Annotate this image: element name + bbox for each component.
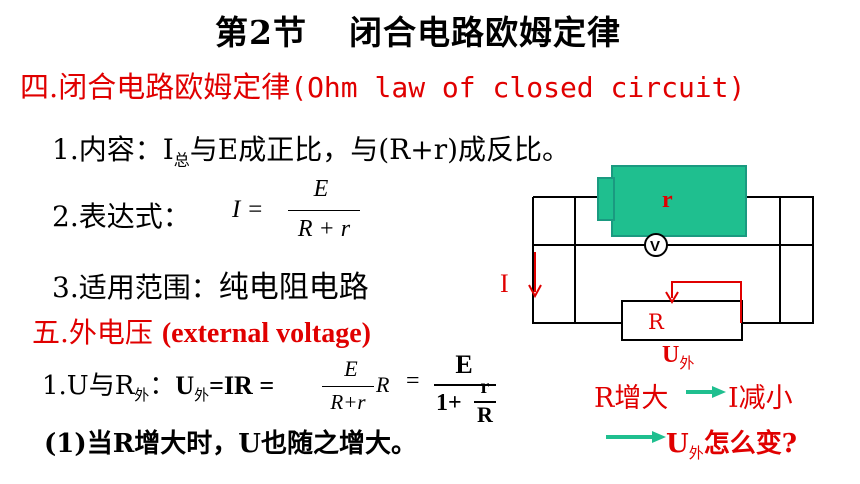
relation-big-line [434,384,496,386]
u-r-relation: 1.U与R外：U外=IR = [42,365,274,405]
relation-usub: 外 [194,386,210,405]
relation-denominator: R+r [330,390,366,414]
relation-fraction-line [322,386,374,387]
section-four-en: (Ohm law of closed circuit) [290,71,746,104]
circuit-wires [532,196,814,324]
u-change-question: U外怎么变? [666,423,797,463]
item1-rest: 与E成正比，与(R+r)成反比。 [189,133,571,166]
formula-lhs: I = [232,196,264,223]
relation-sub: 外 [134,386,150,405]
voltage-arrow-head [652,431,666,443]
relation-small-numerator: r [480,376,490,398]
external-voltage-label: U外 [662,342,694,373]
formula-fraction-line [288,210,360,211]
relation-one-plus: 1+ [436,390,462,416]
relation-u: U [175,371,195,400]
section-four-heading: 四.闭合电路欧姆定律(Ohm law of closed circuit) [20,64,745,106]
scope-label: 3.适用范围： [52,271,219,304]
section-five-heading: 五.外电压 (external voltage) [32,311,371,351]
formula-denominator: R + r [297,216,351,242]
u-change-sub: 外 [688,444,704,463]
expression-label: 2.表达式： [52,200,191,233]
relation-numerator: E [344,356,358,381]
relation-eq2: = [406,368,420,394]
title-name: 闭合电路欧姆定律 [348,13,621,52]
scope-line: 3.适用范围：纯电阻电路 [52,262,369,306]
current-arrow-head [528,284,542,299]
relation-colon: ： [149,371,176,401]
resistor-label: R [648,310,665,334]
external-voltage-u: U [662,342,680,368]
item1-prefix: 1.内容：I [52,133,174,166]
relation-small-line [474,401,496,403]
i-decrease-note: I减小 [728,383,793,414]
section-five-en: (external voltage) [161,318,371,349]
r-increase-note: R增大 [594,383,669,414]
u-change-prefix: U [666,429,689,459]
voltmeter-label: V [650,238,660,255]
section-four-cn: 四.闭合电路欧姆定律 [20,70,291,104]
relation-small-denominator: R [477,402,493,427]
external-voltage-sub: 外 [679,355,695,372]
content-statement: 1.内容：I总与E成正比，与(R+r)成反比。 [52,128,570,171]
battery-terminal [597,177,615,221]
relation-eq: =IR = [209,371,275,400]
relation-big-numerator: E [455,350,473,379]
page-title: 第2节 闭合电路欧姆定律 [215,6,621,54]
current-label: I [500,269,509,298]
relation-r: R [376,372,390,397]
formula-numerator: E [313,176,329,202]
relation-prefix: 1.U与R [42,371,135,401]
item1-sub: 总 [173,150,190,170]
slider-wire [671,281,742,323]
slider-arrow-head [665,291,679,304]
u-change-text: 怎么变? [703,429,797,459]
scope-value: 纯电阻电路 [218,270,369,305]
external-resistor [621,300,743,341]
internal-resistance-label: r [662,187,673,213]
section-five-cn: 五.外电压 [32,316,153,349]
title-section: 第2节 [215,13,307,52]
increase-arrow-head [712,386,726,398]
internal-resistance-block [611,165,747,237]
question-one: (1)当R增大时，U也随之增大。 [44,429,417,459]
voltmeter-icon [644,233,668,257]
